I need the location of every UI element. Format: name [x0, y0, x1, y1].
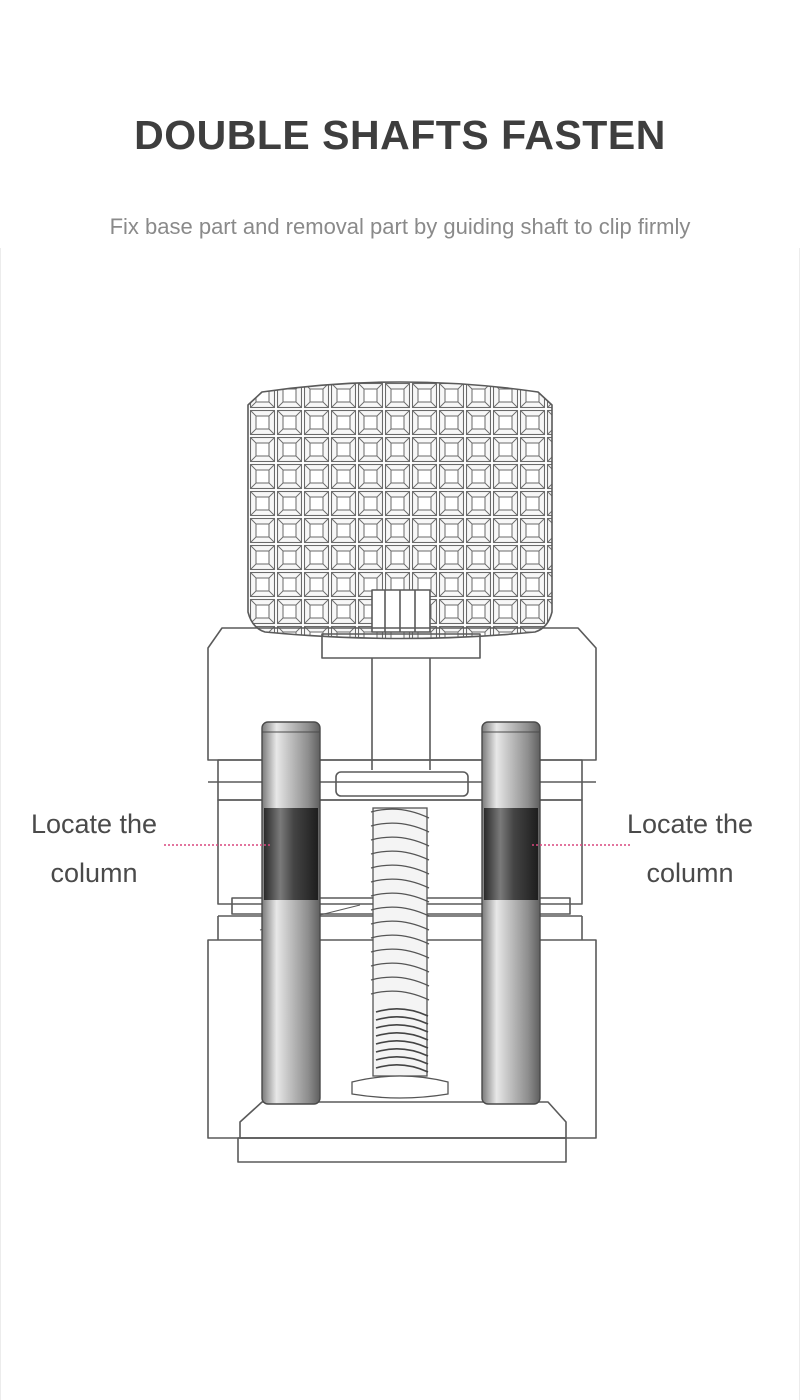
- callout-left-label: Locate the column: [4, 800, 184, 898]
- left-edge-line: [0, 248, 1, 1400]
- callout-right-line2: column: [646, 858, 734, 888]
- page-subtitle: Fix base part and removal part by guidin…: [109, 214, 691, 239]
- page-title: DOUBLE SHAFTS FASTEN: [134, 112, 666, 158]
- fastener-assembly-icon: [164, 381, 632, 1163]
- callout-left-line2: column: [50, 858, 138, 888]
- callout-left-line1: Locate the: [30, 809, 158, 839]
- callout-right-label: Locate the column: [600, 800, 780, 898]
- callout-right-line1: Locate the: [626, 809, 754, 839]
